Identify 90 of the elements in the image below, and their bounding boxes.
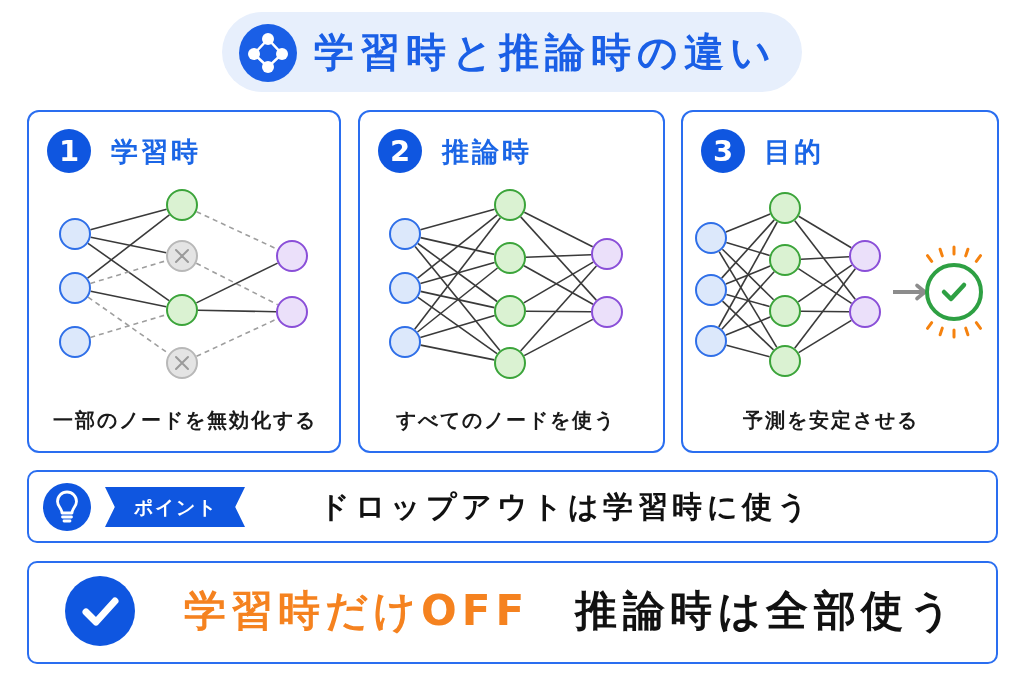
connection-line [718,250,778,349]
highlight-text: 学習時だけOFF [184,590,530,632]
step-panel [27,110,341,453]
dropped-neuron [166,347,198,379]
output-neuron [591,238,623,270]
panel-heading: 推論時 [442,137,532,165]
connection-line [721,300,775,351]
output-neuron [276,296,308,328]
panel-heading: 目的 [764,137,824,165]
connection-line [519,265,598,352]
connection-line [725,213,771,233]
connection-line [525,310,592,313]
dropped-neuron [166,240,198,272]
connection-line [523,318,594,357]
connection-line [89,208,168,231]
input-neuron [389,218,421,250]
connection-line [414,245,501,352]
point-ribbon: ポイント [105,487,245,527]
number-badge: 1 [47,129,91,173]
hidden-neuron [769,192,801,224]
connection-line [718,221,778,328]
summary-text: 推論時は全部使う [575,590,957,632]
input-neuron [59,218,91,250]
connection-line [86,214,171,279]
connection-line [725,316,771,336]
connection-line [721,271,775,330]
number-badge: 3 [701,129,745,173]
number-badge: 2 [378,129,422,173]
connection-line [800,256,850,260]
connection-line [721,248,775,301]
connection-line [416,267,499,333]
connection-line [797,319,853,354]
connection-line [725,344,771,358]
input-neuron [59,272,91,304]
connection-line [523,211,594,248]
step-panel [681,110,999,453]
output-neuron [276,240,308,272]
connection-line [797,215,853,249]
connection-line [419,290,496,309]
output-neuron [849,240,881,272]
connection-line [725,293,771,308]
arrow [893,283,927,301]
connection-line [197,309,277,313]
summary-card [27,561,998,664]
panel-caption: すべてのノードを使う [396,410,616,430]
input-neuron [389,272,421,304]
hidden-neuron [166,294,198,326]
connection-line [525,253,592,259]
hidden-neuron [769,244,801,276]
output-neuron [849,296,881,328]
connection-line [419,314,496,339]
input-neuron [695,222,727,254]
connection-line [794,219,856,301]
input-neuron [695,274,727,306]
connection-line [793,267,857,350]
hidden-neuron [494,295,526,327]
connection-line [519,216,598,301]
hidden-neuron [494,347,526,379]
panel-heading: 学習時 [111,137,201,165]
panel-caption: 予測を安定させる [743,410,919,430]
panel-caption: 一部のノードを無効化する [53,410,317,430]
connection-line [419,208,496,231]
connection-line [725,241,771,257]
hidden-neuron [769,345,801,377]
connection-line [89,236,168,254]
connection-line [417,242,498,303]
output-neuron [591,296,623,328]
connection-line [416,214,499,279]
connection-line [417,296,498,355]
connection-line [800,310,850,313]
input-neuron [59,326,91,358]
connection-line [720,219,776,279]
connection-line [419,261,496,285]
input-neuron [695,325,727,357]
connection-line [419,236,496,256]
input-neuron [389,326,421,358]
connection-line [89,290,168,308]
hidden-neuron [166,189,198,221]
point-text: ドロップアウトは学習時に使う [319,492,812,522]
connection-line [419,344,496,361]
title-text: 学習時と推論時の違い [314,32,777,72]
step-panel [358,110,665,453]
hidden-neuron [769,295,801,327]
connection-line [413,216,502,331]
result-circle [925,263,983,321]
connection-line [87,242,170,302]
hidden-neuron [494,242,526,274]
connection-line [725,265,771,285]
hidden-neuron [494,189,526,221]
point-card [27,470,998,543]
